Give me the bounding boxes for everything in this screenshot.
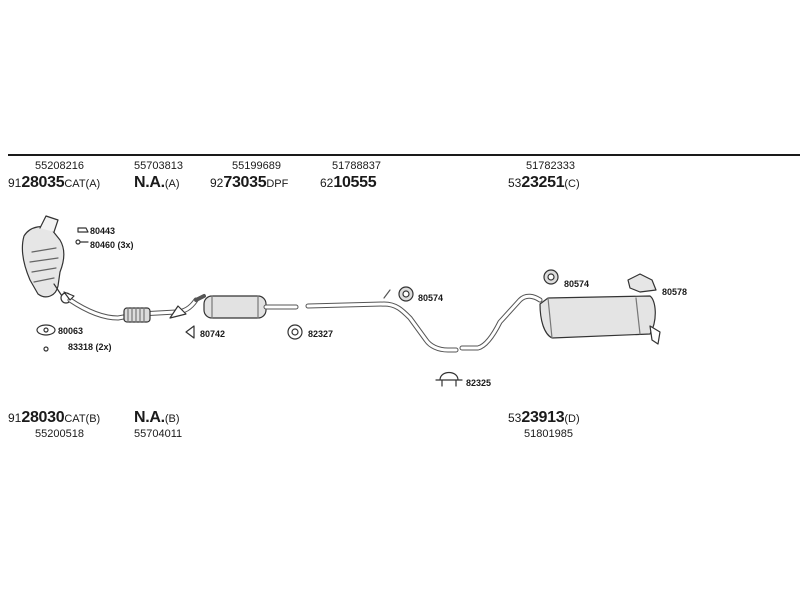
front-pipe <box>63 291 199 323</box>
oem-number: 51782333 <box>526 160 575 172</box>
top-rule <box>8 154 800 156</box>
oem-number: 55703813 <box>134 160 183 172</box>
callout-label: 80460 (3x) <box>90 240 134 250</box>
oem-number: 51801985 <box>524 428 573 440</box>
oem-number: 51788837 <box>332 160 381 172</box>
hardware-icons <box>36 227 657 387</box>
catalytic-converter <box>21 215 72 304</box>
part-number: 5323251(C) <box>508 174 580 191</box>
callout-label: 80574 <box>564 279 590 289</box>
callout-label: 83318 (2x) <box>68 342 112 352</box>
part-number: N.A.(A) <box>134 174 180 191</box>
callout-label: 80443 <box>90 226 116 236</box>
part-number: 9128030CAT(B) <box>8 409 101 426</box>
callout-label: 80574 <box>418 293 444 303</box>
callout-label: 82325 <box>466 378 492 388</box>
intermediate-pipe <box>305 289 459 353</box>
part-number: 9273035DPF <box>210 174 289 191</box>
oem-number: 55199689 <box>232 160 281 172</box>
part-number: 9128035CAT(A) <box>8 174 101 191</box>
oem-number: 55200518 <box>35 428 84 440</box>
rear-silencer <box>459 293 661 351</box>
callout-label: 80063 <box>58 326 84 336</box>
callout-label: 80578 <box>662 287 688 297</box>
part-number: N.A.(B) <box>134 409 180 426</box>
dpf-filter <box>194 294 299 319</box>
callout-label: 82327 <box>308 329 334 339</box>
part-number: 5323913(D) <box>508 409 580 426</box>
callout-label: 80742 <box>200 329 226 339</box>
oem-number: 55208216 <box>35 160 84 172</box>
oem-number: 55704011 <box>134 428 183 440</box>
part-number: 6210555 <box>320 174 377 191</box>
